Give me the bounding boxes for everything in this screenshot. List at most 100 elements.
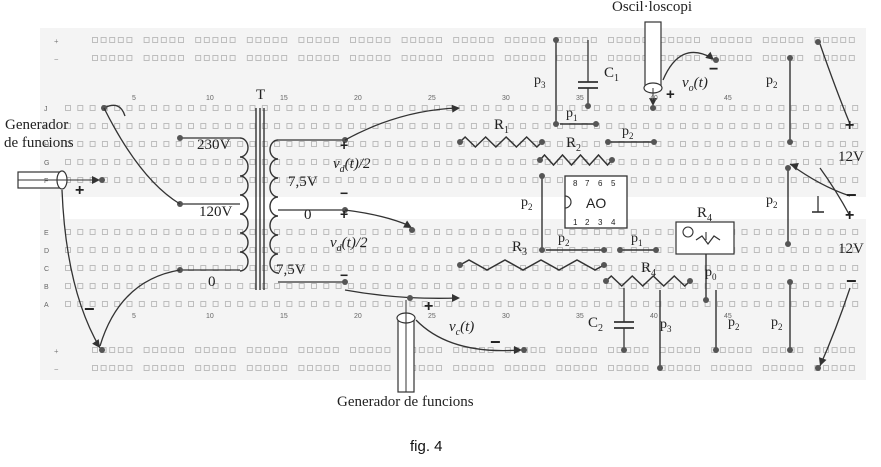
pot-resistor (695, 235, 721, 245)
terminal-hole (581, 229, 588, 235)
terminal-hole (77, 265, 84, 271)
terminal-hole (237, 159, 244, 165)
terminal-hole (729, 105, 736, 111)
supply-top-plus (819, 43, 851, 125)
terminal-hole (372, 283, 379, 289)
terminal-hole (458, 123, 465, 129)
terminal-hole (347, 123, 354, 129)
terminal-hole (151, 247, 158, 253)
terminal-hole (581, 141, 588, 147)
wire-end-dot (703, 297, 709, 303)
terminal-hole (839, 301, 846, 307)
column-number: 40 (650, 313, 658, 320)
primary-120v-label: 120V (199, 204, 233, 220)
terminal-hole (544, 301, 551, 307)
r3-label: R3 (512, 239, 528, 258)
wire-end-dot (650, 105, 656, 111)
terminal-hole (65, 105, 71, 111)
rail-hole (848, 347, 855, 353)
chip-pin-7: 7 (585, 179, 590, 188)
terminal-hole (753, 105, 760, 111)
terminal-hole (286, 123, 293, 129)
rail-hole (479, 55, 485, 61)
terminal-hole (507, 177, 514, 183)
rail-hole (771, 365, 778, 371)
rail-hole (350, 365, 356, 371)
terminal-hole (495, 177, 502, 183)
rail-hole (418, 55, 425, 61)
terminal-hole (593, 301, 600, 307)
rail-hole (109, 347, 116, 353)
terminal-hole (618, 159, 625, 165)
rail-hole (668, 55, 675, 61)
rail-hole (831, 347, 838, 353)
terminal-hole (311, 159, 317, 165)
rail-hole (195, 37, 202, 43)
wire-120v (103, 107, 181, 205)
terminal-hole (163, 105, 170, 111)
terminal-hole (741, 301, 748, 307)
wire-end-dot (177, 135, 183, 141)
rail-hole (797, 37, 804, 43)
ao-label: AO (586, 195, 607, 211)
terminal-hole (175, 105, 182, 111)
column-number: 25 (428, 313, 436, 320)
rail-hole (384, 347, 391, 353)
terminal-hole (729, 265, 736, 271)
terminal-hole (421, 247, 428, 253)
terminal-hole (409, 177, 416, 183)
rail-hole (152, 365, 159, 371)
terminal-hole (716, 141, 723, 147)
rail-hole (625, 365, 632, 371)
terminal-hole (298, 141, 305, 147)
terminal-hole (483, 283, 490, 289)
terminal-hole (101, 123, 108, 129)
arrow-head (452, 294, 460, 302)
rail-hole (487, 55, 494, 61)
wire-end-dot (787, 139, 793, 145)
terminal-hole (470, 123, 477, 129)
terminal-hole (335, 265, 342, 271)
terminal-hole (470, 105, 477, 111)
terminal-hole (200, 229, 207, 235)
terminal-hole (261, 105, 268, 111)
rail-hole (780, 365, 786, 371)
gen-left-arrow (92, 176, 100, 184)
terminal-hole (65, 141, 71, 147)
terminal-hole (446, 141, 453, 147)
rail-hole (178, 55, 184, 61)
terminal-hole (237, 105, 244, 111)
terminal-hole (827, 283, 834, 289)
arrow-head (92, 339, 100, 348)
terminal-hole (151, 301, 158, 307)
terminal-hole (803, 159, 809, 165)
terminal-hole (261, 177, 268, 183)
terminal-hole (163, 229, 170, 235)
row-letter: J (44, 106, 48, 113)
terminal-hole (89, 283, 96, 289)
terminal-hole (643, 123, 650, 129)
column-number: 45 (724, 313, 732, 320)
terminal-hole (470, 265, 477, 271)
terminal-hole (175, 301, 182, 307)
terminal-hole (606, 123, 613, 129)
rail-hole (504, 365, 511, 371)
gen-bottom-label: Generador de funcions (337, 394, 474, 410)
terminal-hole (347, 141, 354, 147)
plus-vo: + (666, 86, 675, 103)
terminal-hole (520, 141, 527, 147)
terminal-hole (347, 229, 354, 235)
rail-hole (246, 347, 253, 353)
rail-hole (427, 365, 434, 371)
terminal-hole (803, 229, 809, 235)
terminal-hole (397, 283, 404, 289)
rail-hole (332, 55, 339, 61)
rail-hole (195, 55, 202, 61)
rail-hole (195, 347, 202, 353)
terminal-hole (200, 301, 207, 307)
rail-hole (616, 55, 623, 61)
rail-hole (384, 55, 391, 61)
wire-end-dot (553, 37, 559, 43)
p3-bottom-label: p3 (660, 317, 672, 334)
terminal-hole (249, 265, 256, 271)
